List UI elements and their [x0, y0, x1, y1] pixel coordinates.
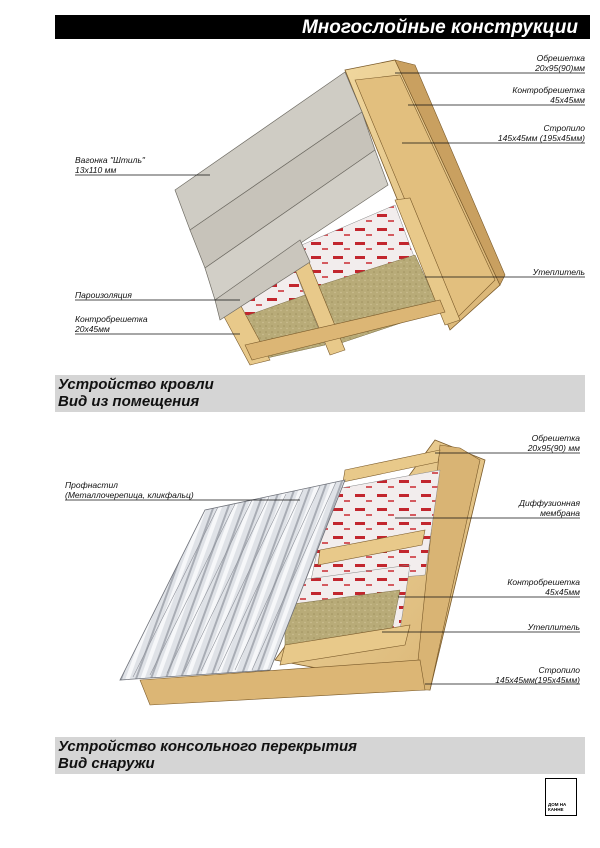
label-size: 20х95(90) мм [527, 443, 580, 453]
logo-text: ДОМ НА КАННЕ [548, 802, 567, 812]
d1-label-obreshetka: Обрешетка 20х95(90)мм [535, 53, 585, 73]
d1-batten-cross [244, 299, 446, 361]
label-title: Контробрешетка [75, 314, 148, 324]
label-size: 145х45мм(195х45мм) [495, 675, 580, 685]
d2-label-profnastil: Профнастил (Металлочерепица, кликфальц) [65, 480, 194, 500]
label-size: 20х95(90)мм [535, 63, 585, 73]
label-title: Стропило [543, 123, 585, 133]
d1-lining-3 [204, 149, 389, 301]
d2-frame-right [414, 444, 481, 691]
label-title: Пароизоляция [75, 290, 132, 300]
d1-label-kontrobreshetka-bottom: Контробрешетка 20х45мм [75, 314, 148, 334]
d2-label-stropilo: Стропило 145х45мм(195х45мм) [495, 665, 580, 685]
label-size: 13х110 мм [75, 165, 117, 175]
d2-batten-bottom [139, 659, 426, 706]
d2-label-uteplitel: Утеплитель [528, 622, 580, 632]
label-size: 20х45мм [75, 324, 110, 334]
label-title: Стропило [538, 665, 580, 675]
page-title: Многослойные конструкции [301, 17, 578, 38]
d1-label-vagonka: Вагонка "Штиль" 13х110 мм [75, 155, 145, 175]
section-console-exterior-title: Устройство консольного перекрытия Вид сн… [58, 738, 357, 772]
section-console-exterior: Устройство консольного перекрытия Вид сн… [55, 737, 585, 774]
label-size: (Металлочерепица, кликфальц) [65, 490, 194, 500]
diagram2-roof-exterior [119, 439, 486, 706]
section-roof-interior: Устройство кровли Вид из помещения [55, 375, 585, 412]
label-size: 45х45мм [550, 95, 585, 105]
d2-profnastil-shape [119, 479, 346, 681]
label-title: Обрешетка [536, 53, 585, 63]
label-title: Профнастил [65, 480, 118, 490]
d2-leader-lines [65, 452, 580, 685]
section-line-2: Вид снаружи [58, 755, 155, 772]
d1-batten-3 [394, 197, 461, 326]
d1-label-uteplitel: Утеплитель [533, 267, 585, 277]
d2-label-kontrobreshetka: Контробрешетка 45х45мм [507, 577, 580, 597]
section-line-1: Устройство консольного перекрытия [58, 738, 357, 755]
section-roof-interior-title: Устройство кровли Вид из помещения [58, 376, 214, 410]
label-title: Диффузионная [518, 498, 580, 508]
label-size: 145х45мм (195х45мм) [497, 133, 585, 143]
section-line-2: Вид из помещения [58, 393, 200, 410]
label-size: 45х45мм [545, 587, 580, 597]
d2-batten-1 [342, 449, 441, 483]
header-bar: Многослойные конструкции [55, 15, 590, 39]
company-logo: ДОМ НА КАННЕ [545, 778, 577, 816]
d1-stropilo-shape [394, 59, 506, 286]
label-title: Утеплитель [532, 267, 585, 277]
diagram1-roof-interior [174, 59, 506, 366]
d2-label-membrana: Диффузионная мембрана [519, 498, 580, 518]
label-title: Вагонка "Штиль" [75, 155, 145, 165]
label-title: Обрешетка [531, 433, 580, 443]
label-title: Утеплитель [527, 622, 580, 632]
d2-profnastil-ribs [132, 481, 337, 678]
d2-batten-3 [279, 624, 411, 666]
label-title: Контробрешетка [512, 85, 585, 95]
d1-label-paroizolyatsiya: Пароизоляция [75, 290, 132, 300]
d2-batten-2 [317, 529, 426, 566]
label-size: мембрана [540, 508, 580, 518]
label-title: Контробрешетка [507, 577, 580, 587]
d1-leader-lines [75, 72, 585, 335]
d1-label-stropilo: Стропило 145х45мм (195х45мм) [498, 123, 585, 143]
section-line-1: Устройство кровли [58, 376, 214, 393]
d1-label-kontrobreshetka-top: Контробрешетка 45х45мм [512, 85, 585, 105]
d2-label-obreshetka: Обрешетка 20х95(90) мм [528, 433, 580, 453]
